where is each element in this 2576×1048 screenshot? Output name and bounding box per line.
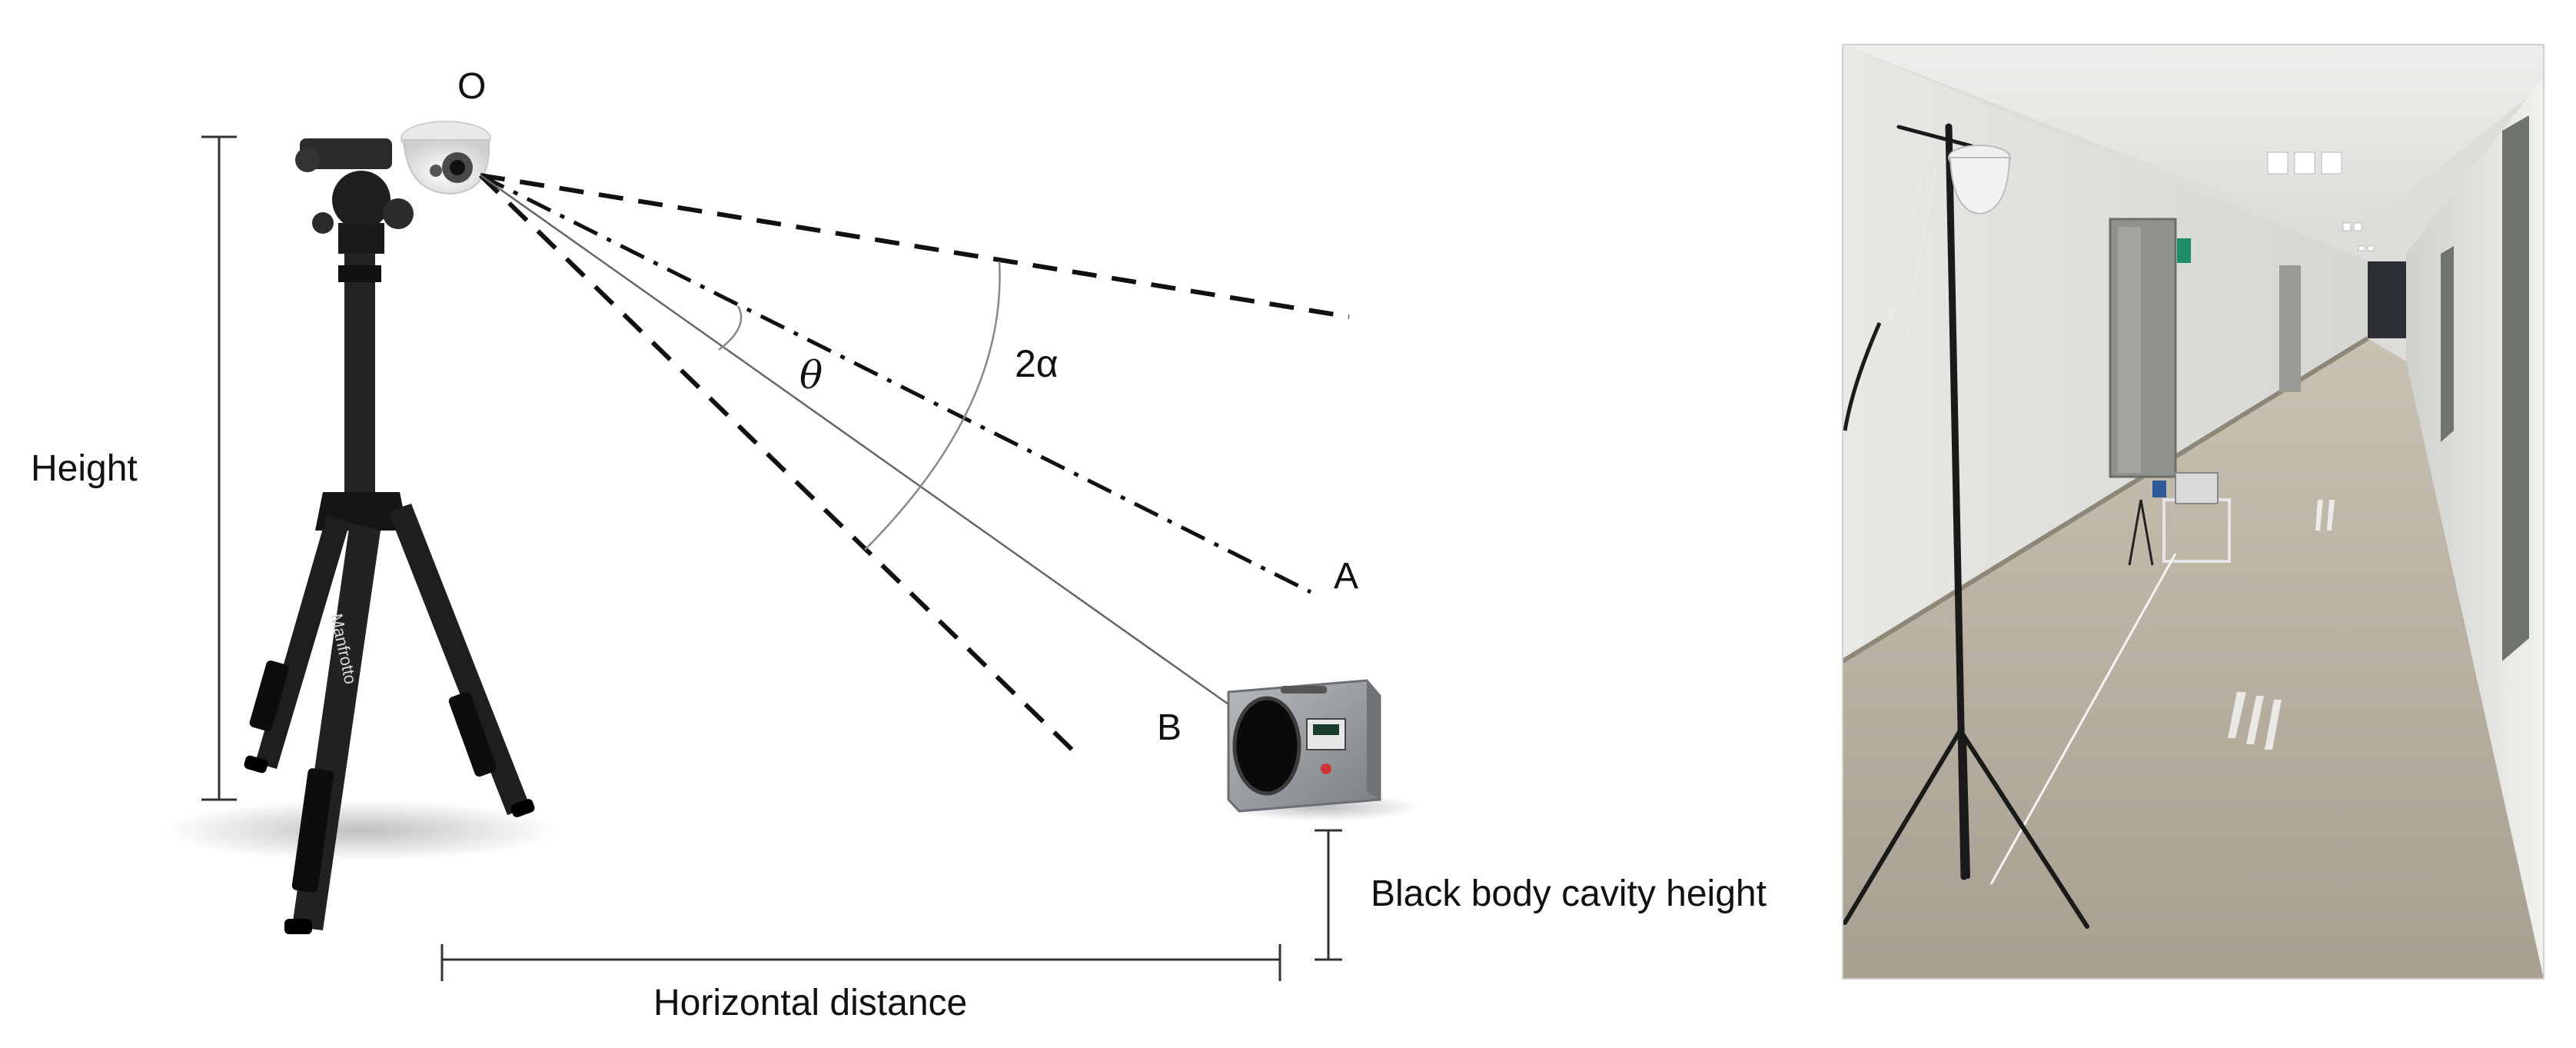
photo-camera-stand	[1843, 123, 2089, 929]
tripod-icon: Manfrotto	[161, 138, 561, 934]
blackbody-source-icon	[1222, 679, 1422, 821]
horizontal-distance-dimension	[440, 944, 1281, 981]
fov-lower-boundary	[478, 173, 1085, 762]
photo-dome-camera	[1948, 145, 2011, 215]
floor-reflections	[2228, 500, 2335, 750]
origin-label: O	[457, 66, 486, 107]
height-label: Height	[31, 448, 138, 489]
ceiling-lights	[2267, 151, 2375, 251]
photo-cables	[1843, 153, 1939, 431]
blackbody-height-label: Black body cavity height	[1371, 873, 1767, 914]
theta-label: θ	[799, 353, 823, 398]
fov-upper-boundary	[480, 173, 1350, 319]
photo-blackbody-on-table	[2128, 472, 2231, 566]
line-ob	[480, 174, 1250, 720]
fov-label: 2α	[1015, 342, 1059, 385]
fov-angle-arc	[864, 261, 1001, 551]
point-a-label: A	[1334, 556, 1358, 597]
horizontal-distance-label: Horizontal distance	[653, 983, 967, 1023]
geometry-diagram: Height	[31, 66, 1767, 1023]
point-b-label: B	[1157, 707, 1182, 748]
theta-angle-arc	[718, 305, 743, 351]
dome-camera-icon	[401, 121, 491, 195]
height-dimension	[201, 135, 237, 801]
optical-axis-line-oa	[479, 173, 1312, 594]
corridor-photo	[1841, 44, 2544, 980]
blackbody-height-dimension	[1315, 829, 1342, 961]
